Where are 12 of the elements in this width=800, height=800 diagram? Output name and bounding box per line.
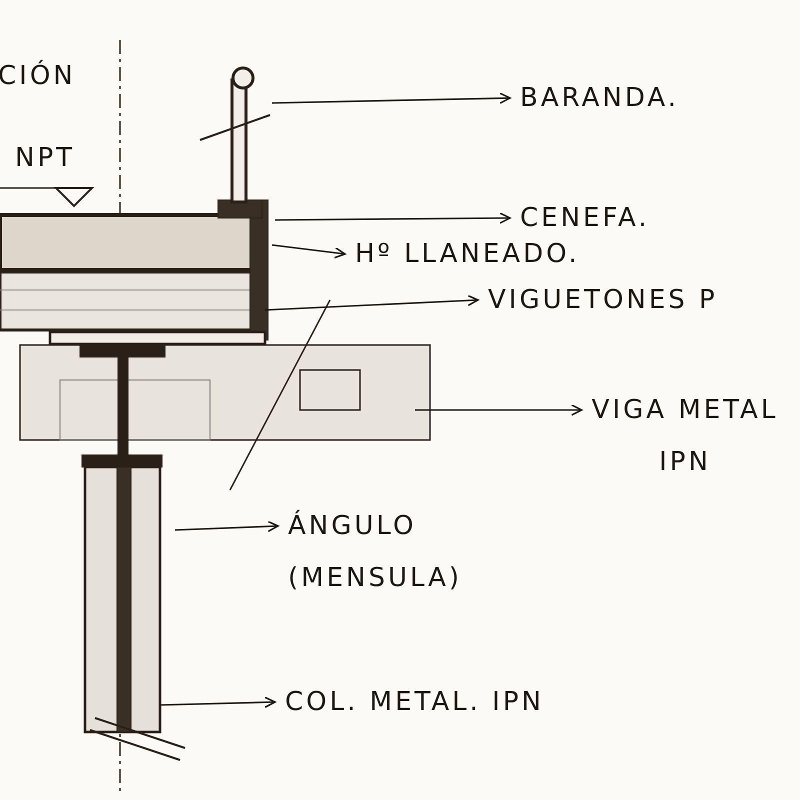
callout-label: VIGA METAL IPN <box>565 384 800 488</box>
callout-label: COL. METAL. IPN <box>285 676 625 728</box>
level-label: NPT <box>15 142 76 175</box>
leader-arrow <box>275 212 511 224</box>
callout-label: BARANDA. <box>520 72 760 124</box>
leader-arrow <box>272 92 511 104</box>
leader-arrow <box>264 294 479 311</box>
leader-arrow <box>272 244 346 259</box>
leader-arrow <box>160 696 276 708</box>
leader-arrow <box>415 404 582 416</box>
callout-label: ÁNGULO (MENSULA) <box>288 500 503 604</box>
leader-arrow <box>174 520 279 532</box>
